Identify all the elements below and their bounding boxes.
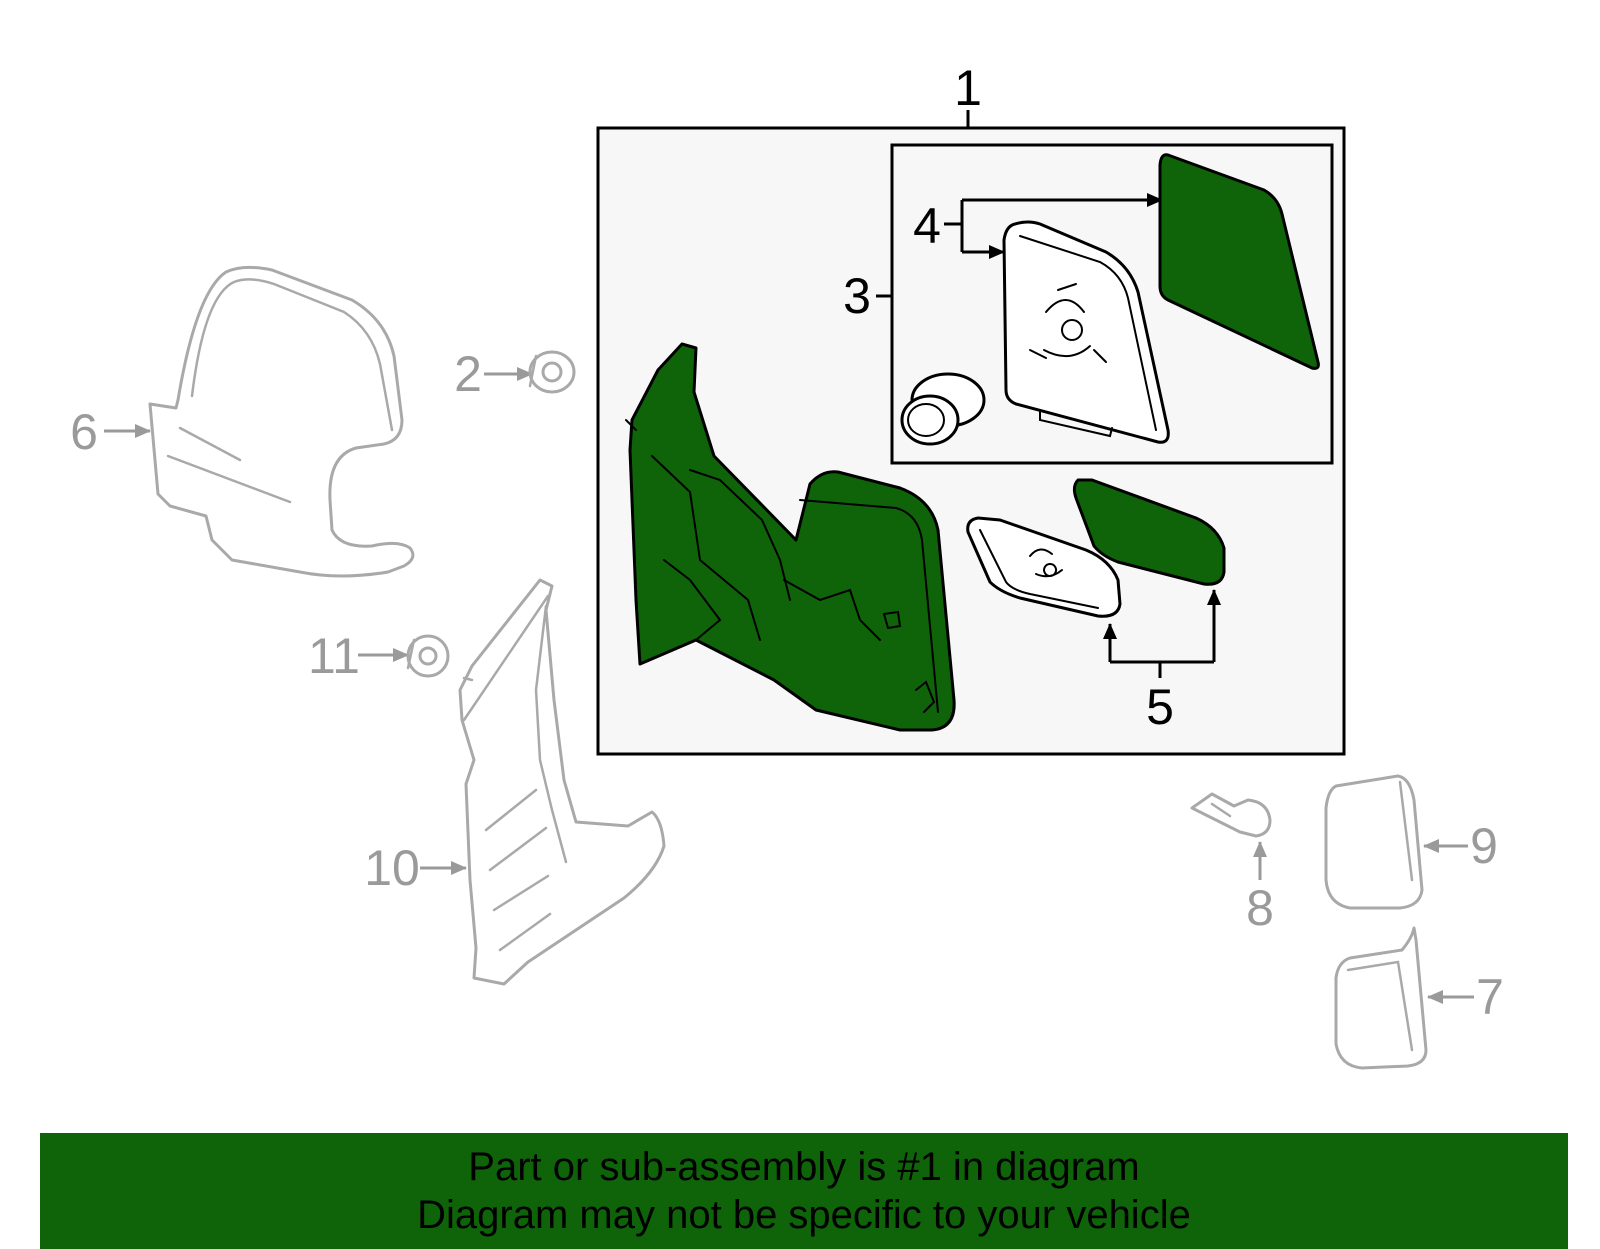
callout-4: 4 — [913, 198, 941, 254]
callout-7: 7 — [1476, 969, 1504, 1025]
banner-line-1: Part or sub-assembly is #1 in diagram — [468, 1145, 1140, 1189]
nut-part-2: 2 — [454, 346, 576, 402]
info-banner: Part or sub-assembly is #1 in diagram Di… — [40, 1133, 1568, 1249]
mirror-cover-part-6: 6 — [70, 265, 415, 578]
callout-5: 5 — [1146, 679, 1174, 735]
callout-1: 1 — [954, 60, 982, 116]
banner-line-2: Diagram may not be specific to your vehi… — [417, 1193, 1191, 1237]
mirror-glass-lower — [1072, 478, 1226, 586]
bulb-part-8: 8 — [1190, 792, 1274, 936]
callout-2: 2 — [454, 346, 482, 402]
lamp-cover-part-7: 7 — [1334, 926, 1504, 1070]
bracket-part-10: 10 — [364, 578, 666, 986]
lens-part-9: 9 — [1324, 774, 1498, 910]
callout-6: 6 — [70, 404, 98, 460]
callout-8: 8 — [1246, 880, 1274, 936]
nut-part-11: 11 — [308, 628, 450, 684]
mirror-glass-upper — [1158, 153, 1320, 370]
callout-5-leader: 5 — [1103, 589, 1221, 735]
glass-backing-plate — [1002, 220, 1170, 444]
callout-3: 3 — [843, 268, 871, 324]
callout-4-leader: 4 — [913, 193, 1163, 259]
mirror-housing — [625, 342, 956, 732]
mirror-motor — [900, 372, 986, 446]
callout-11: 11 — [308, 628, 360, 684]
callout-10: 10 — [364, 840, 420, 896]
lower-glass-backing — [966, 516, 1122, 618]
callout-9: 9 — [1470, 818, 1498, 874]
